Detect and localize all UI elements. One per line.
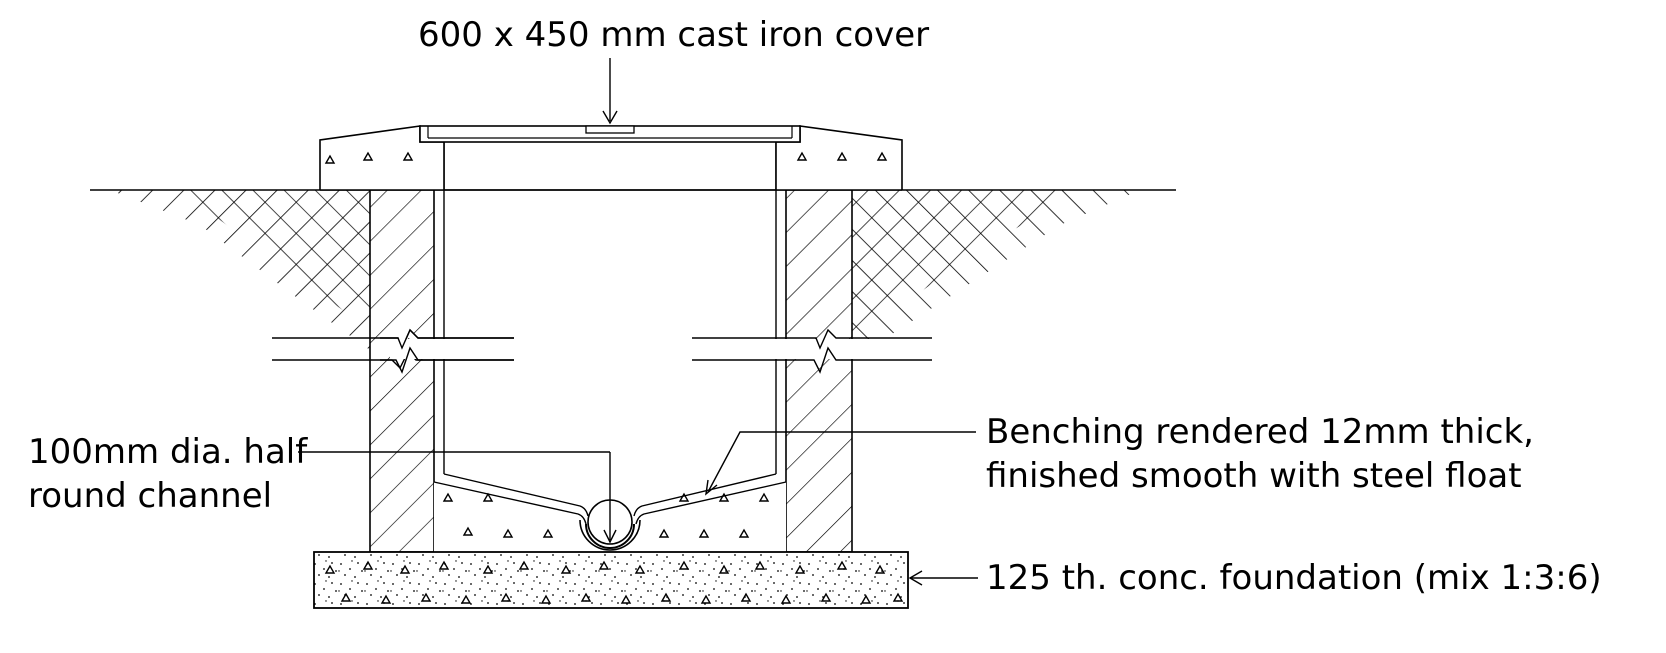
benching-leader xyxy=(705,431,976,496)
cover-leader xyxy=(602,58,618,125)
concrete-foundation xyxy=(313,551,909,609)
break-line-left xyxy=(272,328,514,374)
break-line-right xyxy=(692,328,932,374)
cover-label-text: 600 x 450 mm cast iron cover xyxy=(418,15,930,55)
foundation-leader xyxy=(908,570,978,586)
benching-label-line-2: finished smooth with steel float xyxy=(986,456,1522,496)
cast-iron-cover xyxy=(419,125,801,143)
foundation-label-text: 125 th. conc. foundation (mix 1:3:6) xyxy=(986,558,1602,598)
channel-label: 100mm dia. half round channel xyxy=(28,430,307,518)
channel-label-line-2: round channel xyxy=(28,476,273,516)
earth-hatch-left xyxy=(110,190,370,350)
benching xyxy=(433,473,787,552)
foundation-label: 125 th. conc. foundation (mix 1:3:6) xyxy=(986,556,1602,600)
channel-leader xyxy=(298,451,617,544)
cover-label: 600 x 450 mm cast iron cover xyxy=(418,13,929,57)
earth-hatch-right xyxy=(852,190,1140,360)
channel-label-line-1: 100mm dia. half xyxy=(28,432,308,472)
benching-label-line-1: Benching rendered 12mm thick, xyxy=(986,412,1534,452)
benching-label: Benching rendered 12mm thick, finished s… xyxy=(986,410,1534,498)
cover-slab xyxy=(319,125,903,191)
